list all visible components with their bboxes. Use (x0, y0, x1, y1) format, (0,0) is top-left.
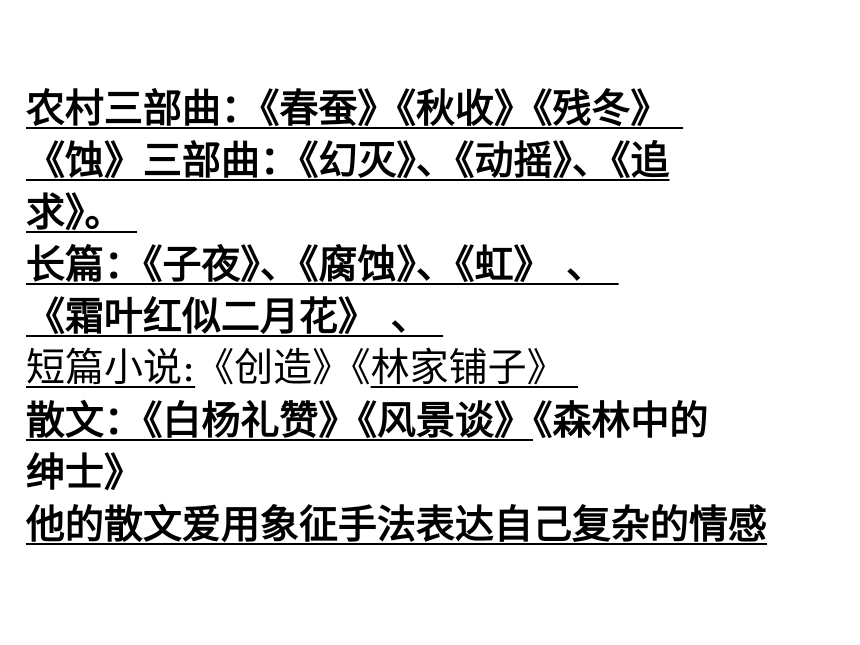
novels-cont-text: 《霜叶红似二月花》 、 (26, 294, 444, 340)
essays-underlined: 散文：《白杨礼赞》《风景谈》 (26, 398, 534, 444)
essay-style-text: 他的散文爱用象征手法表达自己复杂的情感 (26, 502, 768, 548)
line-shi-trilogy-cont: 求》。 (26, 187, 856, 239)
line-shi-trilogy: 《蚀》三部曲：《幻灭》、《动摇》、《追 (26, 135, 856, 187)
short-stories-plain: 《创造》《 (195, 346, 371, 391)
short-stories-label: 短篇小说: (26, 346, 196, 391)
line-essays-cont: 绅士》 (26, 447, 856, 499)
line-novels-cont: 《霜叶红似二月花》 、 (26, 291, 856, 343)
rural-trilogy-text: 农村三部曲：《春蚕》《秋收》《残冬》 (26, 86, 684, 132)
essays-cont-text: 绅士》 (26, 450, 144, 496)
line-novels: 长篇：《子夜》、《腐蚀》、《虹》 、 (26, 239, 856, 291)
essays-plain: 《森林中的 (533, 398, 709, 444)
novels-text: 长篇：《子夜》、《腐蚀》、《虹》 、 (26, 242, 619, 288)
shi-trilogy-text: 《蚀》三部曲：《幻灭》、《动摇》、《追 (26, 138, 670, 184)
line-essays: 散文：《白杨礼赞》《风景谈》《森林中的 (26, 395, 856, 447)
line-rural-trilogy: 农村三部曲：《春蚕》《秋收》《残冬》 (26, 83, 856, 135)
short-stories-underlined: 林家铺子》 (370, 346, 579, 391)
line-essay-style: 他的散文爱用象征手法表达自己复杂的情感 (26, 499, 856, 551)
shi-trilogy-cont-text: 求》。 (26, 190, 138, 236)
slide-content: 农村三部曲：《春蚕》《秋收》《残冬》 《蚀》三部曲：《幻灭》、《动摇》、《追 求… (26, 83, 856, 551)
line-short-stories: 短篇小说:《创造》《林家铺子》 (26, 343, 856, 395)
